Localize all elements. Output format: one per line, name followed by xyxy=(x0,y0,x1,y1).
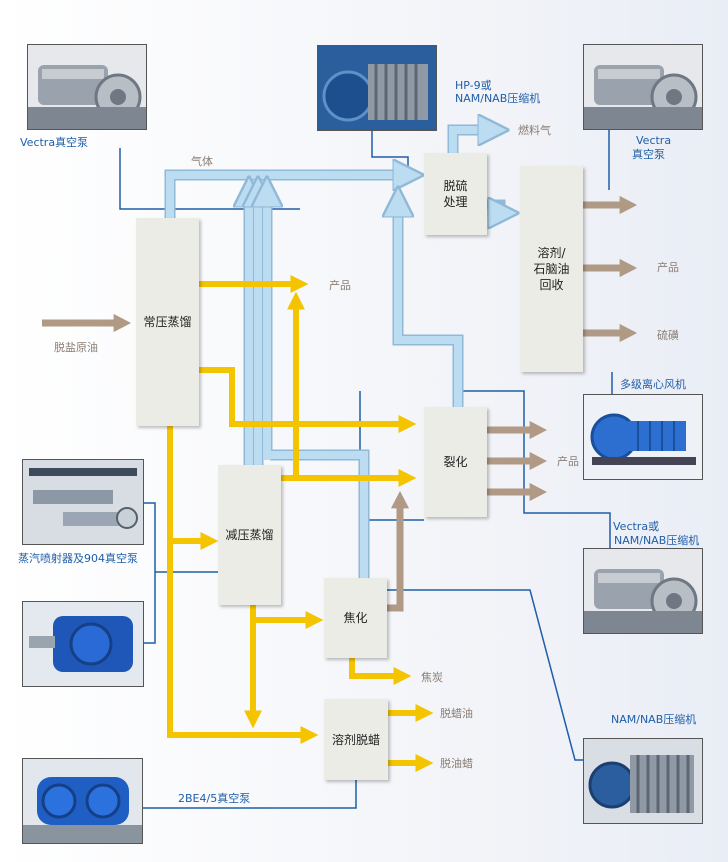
vacuum-pump-904-photo xyxy=(22,601,144,687)
vacuum-pump-icon xyxy=(23,602,143,686)
cracking-box: 裂化 xyxy=(424,407,487,517)
atmospheric-distillation-box: 常压蒸馏 xyxy=(136,218,199,426)
multistage-fan-photo xyxy=(583,394,703,480)
steam-ejector-line xyxy=(141,502,156,644)
steam-ejector-label: 蒸汽喷射器及904真空泵 xyxy=(18,552,138,565)
oil-lines xyxy=(167,275,434,772)
crack-left-line xyxy=(359,391,424,521)
vectra-left-label: Vectra真空泵 xyxy=(20,136,89,149)
vectra-pump-photo-left xyxy=(27,44,147,130)
steam-ejector-icon xyxy=(23,460,143,544)
hp9-label: HP-9或 NAM/NAB压缩机 xyxy=(455,79,541,105)
desulfurization-box: 脱硫 处理 xyxy=(424,153,487,235)
coking-to-nam-line xyxy=(387,589,583,761)
deoiled-wax-label: 脱油蜡 xyxy=(440,757,473,770)
hp9-line xyxy=(371,128,409,175)
dewaxed-oil-label: 脱蜡油 xyxy=(440,707,473,720)
vectra-pump-icon xyxy=(584,549,702,633)
vectra-or-label-2: NAM/NAB压缩机 xyxy=(614,534,700,547)
hp9-compressor-photo xyxy=(317,45,437,131)
vectra-or-label-1: Vectra或 xyxy=(613,520,660,533)
vectra-right-label-2: 真空泵 xyxy=(632,148,665,161)
liquid-ring-pump-icon xyxy=(23,759,142,843)
vectra-left-line xyxy=(119,148,300,210)
centrifugal-fan-icon xyxy=(584,395,702,479)
product-solvent-label: 产品 xyxy=(657,261,679,274)
pump-2be-photo xyxy=(22,758,143,844)
coke-label: 焦炭 xyxy=(421,671,443,684)
fan-label: 多级离心风机 xyxy=(620,378,686,391)
pump-2be-line xyxy=(141,780,357,809)
gas-label: 气体 xyxy=(191,155,213,168)
vectra-pump-photo-right xyxy=(583,44,703,130)
steam-ejector-photo xyxy=(22,459,144,545)
compressor-icon xyxy=(318,46,436,130)
vectra-compressor-photo xyxy=(583,548,703,634)
nam-nab-label: NAM/NAB压缩机 xyxy=(611,713,697,726)
vectra-pump-icon xyxy=(584,45,702,129)
vectra-right-label-1: Vectra xyxy=(636,134,672,147)
vacuum-distillation-box: 减压蒸馏 xyxy=(218,465,281,605)
vectra-pump-icon xyxy=(28,45,146,129)
crude-label: 脱盐原油 xyxy=(54,341,98,354)
product-atm-label: 产品 xyxy=(329,279,351,292)
nam-nab-compressor-photo xyxy=(583,738,703,824)
sulfur-label: 硫磺 xyxy=(657,329,679,342)
solvent-naphtha-recovery-box: 溶剂/ 石脑油 回收 xyxy=(520,166,583,372)
gas-lines xyxy=(164,130,505,578)
product-crack-label: 产品 xyxy=(557,455,579,468)
feed-lines xyxy=(42,195,638,612)
solvent-dewaxing-box: 溶剂脱蜡 xyxy=(324,699,388,780)
compressor-icon xyxy=(584,739,702,823)
fuel-gas-label: 燃料气 xyxy=(518,124,551,137)
pump-2be-label: 2BE4/5真空泵 xyxy=(178,792,251,805)
coking-box: 焦化 xyxy=(324,578,387,658)
